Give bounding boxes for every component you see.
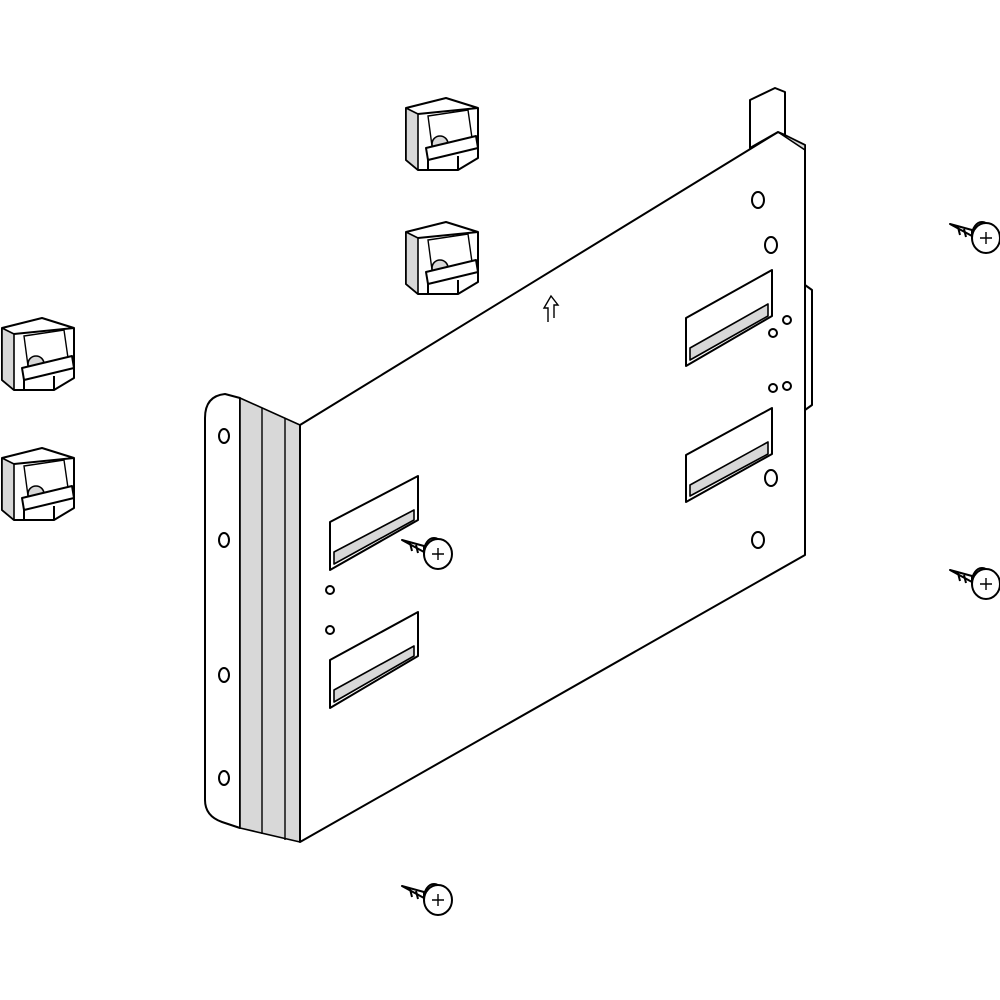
left-flange bbox=[204, 393, 241, 829]
plate-face bbox=[299, 131, 806, 843]
cage-nut bbox=[1, 447, 75, 521]
flange-holes bbox=[218, 428, 230, 786]
bend bbox=[239, 397, 301, 843]
screw bbox=[401, 883, 453, 916]
screw bbox=[949, 567, 1000, 600]
screw bbox=[949, 221, 1000, 254]
slots bbox=[329, 269, 773, 709]
mounting-plate bbox=[204, 87, 813, 843]
cage-nut bbox=[1, 317, 75, 391]
up-arrow-icon bbox=[542, 294, 560, 322]
cage-nut bbox=[405, 221, 479, 295]
plate-holes bbox=[325, 191, 792, 635]
cage-nut bbox=[405, 97, 479, 171]
